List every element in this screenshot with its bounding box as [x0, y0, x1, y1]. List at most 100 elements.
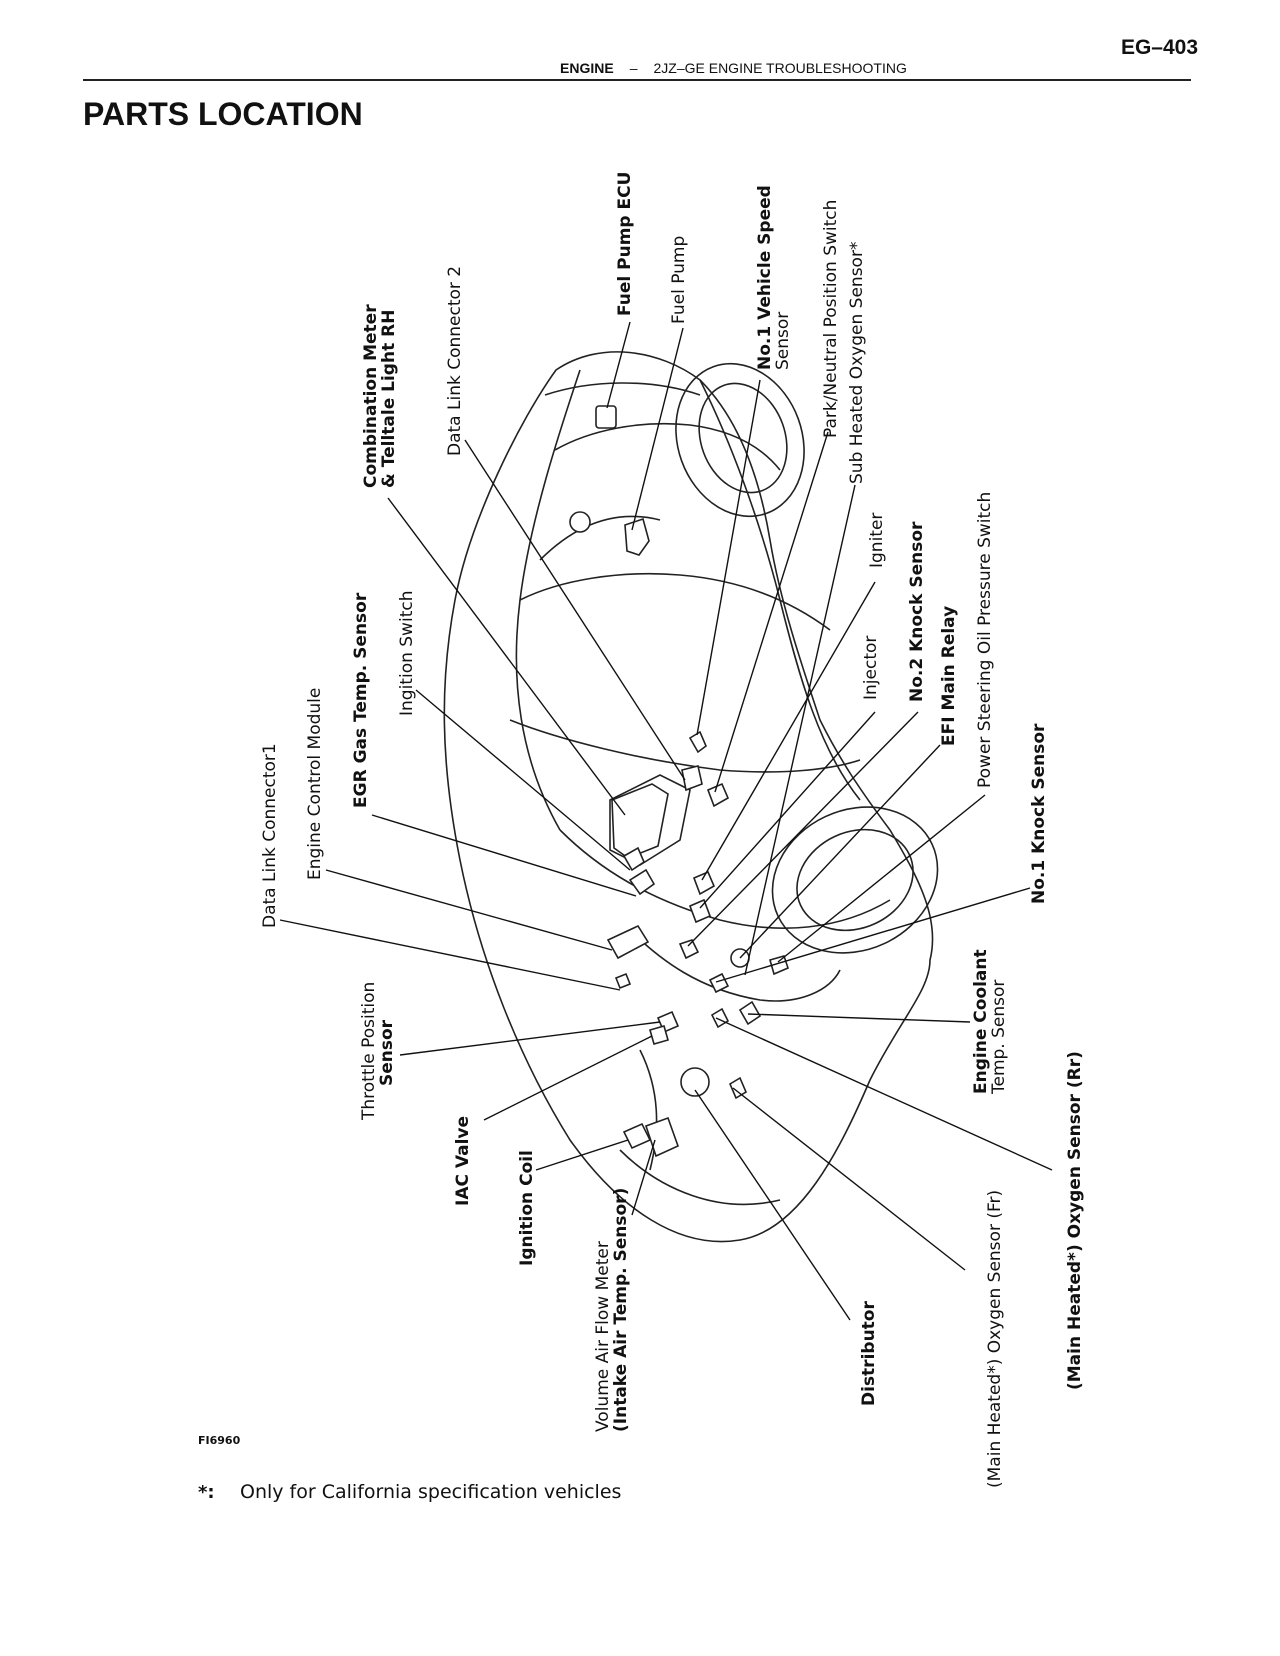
- windshield: [519, 572, 831, 631]
- leader-efi-main-relay: [739, 744, 941, 959]
- leader-volume-air-flow-meter: [631, 1139, 656, 1216]
- label-throttle-position-line2: Sensor: [377, 1019, 397, 1086]
- running-head-separator: –: [629, 60, 638, 76]
- body-outline: [443, 351, 934, 1243]
- leader-throttle-position-sensor: [399, 1021, 661, 1056]
- leader-injector: [699, 711, 876, 909]
- label-oxygen-sensor-fr: (Main Heated*) Oxygen Sensor (Fr): [985, 1190, 1005, 1488]
- fuel-pump-shape: [624, 517, 650, 556]
- label-engine-coolant-temp-line1: Engine Coolant: [971, 949, 991, 1094]
- fuel-tank-fitting: [569, 511, 591, 533]
- label-park-neutral-switch: Park/Neutral Position Switch: [821, 200, 841, 438]
- leader-engine-coolant-temp: [747, 1013, 971, 1023]
- label-engine-coolant-temp-line2: Temp. Sensor: [989, 980, 1009, 1095]
- dashboard: [609, 774, 691, 866]
- ecm-shape: [611, 783, 669, 859]
- label-vehicle-speed-sensor-line1: No.1 Vehicle Speed: [755, 185, 775, 370]
- o2-rr-shape: [710, 1007, 730, 1029]
- label-sub-heated-oxygen-sensor: Sub Heated Oxygen Sensor*: [847, 242, 867, 484]
- page-title: PARTS LOCATION: [83, 96, 363, 132]
- label-engine-control-module: Engine Control Module: [305, 688, 325, 880]
- leader-combination-meter: [387, 497, 626, 816]
- leader-ps-oil-pressure-switch: [777, 794, 986, 963]
- egr-sensor-shape: [628, 868, 656, 896]
- part-labels: Data Link Connector1 Engine Control Modu…: [260, 172, 1085, 1488]
- injector-shape: [688, 898, 712, 924]
- label-egr-gas-temp-sensor: EGR Gas Temp. Sensor: [351, 592, 371, 808]
- leader-no2-knock-sensor: [687, 711, 919, 947]
- leader-sub-heated-oxygen-sensor: [744, 484, 856, 976]
- leader-iac-valve: [483, 1035, 653, 1121]
- label-data-link-connector-2: Data Link Connector 2: [445, 266, 465, 456]
- header-rule: [83, 79, 1191, 81]
- leader-lines: [279, 321, 1053, 1321]
- vss-shape: [688, 730, 707, 754]
- footnote-text: Only for California specification vehicl…: [240, 1481, 621, 1503]
- engine-bay: [629, 929, 841, 1002]
- intake-duct: [639, 1049, 658, 1171]
- leader-fuel-pump: [631, 327, 684, 531]
- leader-park-neutral-switch: [714, 431, 829, 793]
- components: [569, 405, 789, 1158]
- label-no1-knock-sensor: No.1 Knock Sensor: [1029, 723, 1049, 904]
- label-volume-air-flow-line2: (Intake Air Temp. Sensor): [611, 1188, 631, 1432]
- leader-data-link-connector-2: [464, 439, 686, 781]
- label-throttle-position-line1: Throttle Position: [359, 982, 379, 1121]
- label-fuel-pump-ecu: Fuel Pump ECU: [615, 172, 635, 316]
- label-igniter: Igniter: [867, 513, 887, 568]
- label-combination-meter-line2: & Telltale Light RH: [379, 310, 399, 488]
- leader-oxygen-sensor-fr: [732, 1087, 966, 1271]
- label-ignition-coil: Ignition Coil: [517, 1150, 537, 1266]
- igniter-shape: [692, 870, 716, 896]
- knock-sensor-1-shape: [708, 972, 730, 994]
- label-no2-knock-sensor: No.2 Knock Sensor: [907, 521, 927, 702]
- leader-distributor: [694, 1089, 851, 1321]
- dlc1-shape: [606, 924, 650, 960]
- label-iac-valve: IAC Valve: [453, 1116, 473, 1206]
- label-oxygen-sensor-rr: (Main Heated*) Oxygen Sensor (Rr): [1065, 1051, 1085, 1390]
- label-combination-meter-line1: Combination Meter: [361, 304, 381, 488]
- leader-no1-knock-sensor: [715, 887, 1031, 983]
- label-data-link-connector-1: Data Link Connector1: [260, 743, 280, 928]
- leader-oxygen-sensor-rr: [715, 1017, 1053, 1171]
- ps-switch-shape: [769, 955, 789, 976]
- rear-wheel-outer: [675, 362, 805, 518]
- front-wheel-inner: [796, 828, 914, 932]
- dlc1-plug: [614, 972, 632, 990]
- leader-ignition-coil: [535, 1139, 629, 1171]
- trunk-edge: [544, 382, 701, 396]
- roof-line-left: [515, 369, 581, 831]
- iac-shape: [649, 1025, 669, 1045]
- leader-data-link-connector-1: [279, 919, 621, 991]
- hood-line: [559, 829, 891, 929]
- footnote-marker: *:: [198, 1482, 215, 1503]
- label-fuel-pump: Fuel Pump: [669, 236, 689, 324]
- leader-egr-gas-temp-sensor: [371, 814, 637, 897]
- rear-wheel-inner: [698, 382, 788, 494]
- leader-igniter: [701, 581, 876, 881]
- distributor-shape: [680, 1067, 710, 1097]
- leader-ignition-switch: [415, 689, 631, 871]
- ignition-switch-shape: [622, 846, 645, 872]
- knock-sensor-2-shape: [678, 939, 700, 960]
- figure-code: FI6960: [198, 1434, 241, 1447]
- label-ps-oil-pressure-switch: Power Steering Oil Pressure Switch: [975, 492, 995, 788]
- door-line: [509, 719, 861, 773]
- front-bumper: [619, 1149, 781, 1206]
- running-head: ENGINE–2JZ–GE ENGINE TROUBLESHOOTING: [560, 60, 907, 76]
- rear-window: [554, 422, 781, 471]
- label-injector: Injector: [861, 636, 881, 700]
- label-ignition-switch: Ingition Switch: [397, 591, 417, 716]
- label-vehicle-speed-sensor-line2: Sensor: [773, 312, 793, 370]
- sub-o2-sensor-shape: [706, 782, 730, 808]
- data-link-connector-2-shape: [681, 765, 703, 792]
- label-volume-air-flow-line1: Volume Air Flow Meter: [593, 1241, 613, 1432]
- front-wheel-outer: [771, 806, 939, 954]
- leader-engine-control-module: [325, 869, 613, 951]
- running-head-section: ENGINE: [560, 60, 614, 76]
- page-number: EG–403: [1120, 36, 1198, 59]
- leader-vehicle-speed-sensor: [696, 379, 761, 736]
- running-head-chapter: 2JZ–GE ENGINE TROUBLESHOOTING: [653, 60, 907, 76]
- vehicle-outline: [443, 351, 939, 1243]
